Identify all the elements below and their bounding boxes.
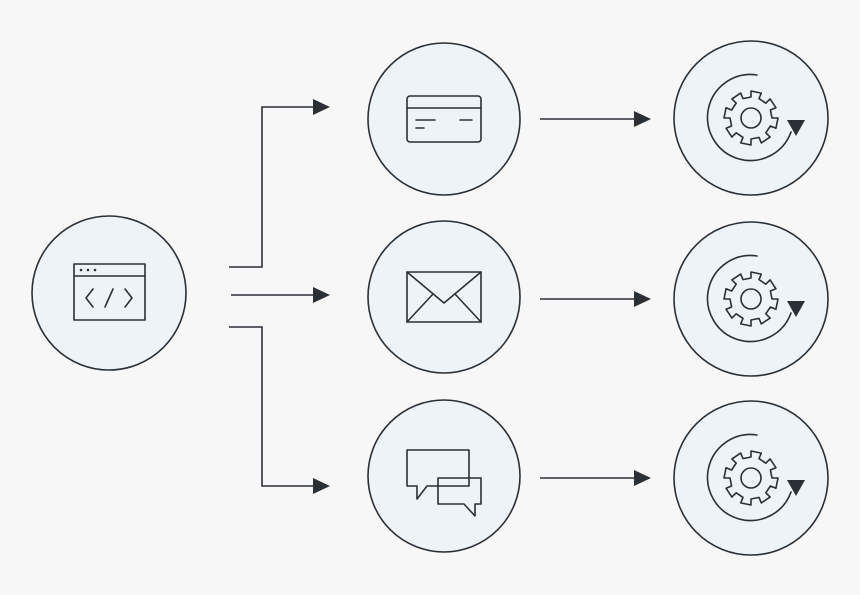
process-node-chat [673,400,829,556]
channel-node-email [367,220,521,374]
arrowhead-email-to-process [634,291,651,307]
chat-bubbles-icon [406,449,482,517]
process-node-email [673,221,829,377]
arrowhead-payment-to-process [634,111,651,127]
connector-to-payment [229,106,313,268]
gear-refresh-icon [706,73,805,162]
source-node [31,215,187,371]
arrowhead-to-payment [313,99,330,115]
gear-refresh-icon [706,433,805,522]
code-window-icon [73,263,146,321]
envelope-icon [406,271,482,323]
channel-node-chat [367,399,521,553]
connectors [229,99,651,494]
nodes [31,40,829,556]
channel-node-payment [367,42,521,196]
arrowhead-to-email [313,287,330,303]
process-node-payment [673,40,829,196]
credit-card-icon [406,95,482,143]
gear-refresh-icon [706,254,805,343]
connector-to-chat [229,326,313,487]
arrowhead-to-chat [313,478,330,494]
arrowhead-chat-to-process [634,470,651,486]
